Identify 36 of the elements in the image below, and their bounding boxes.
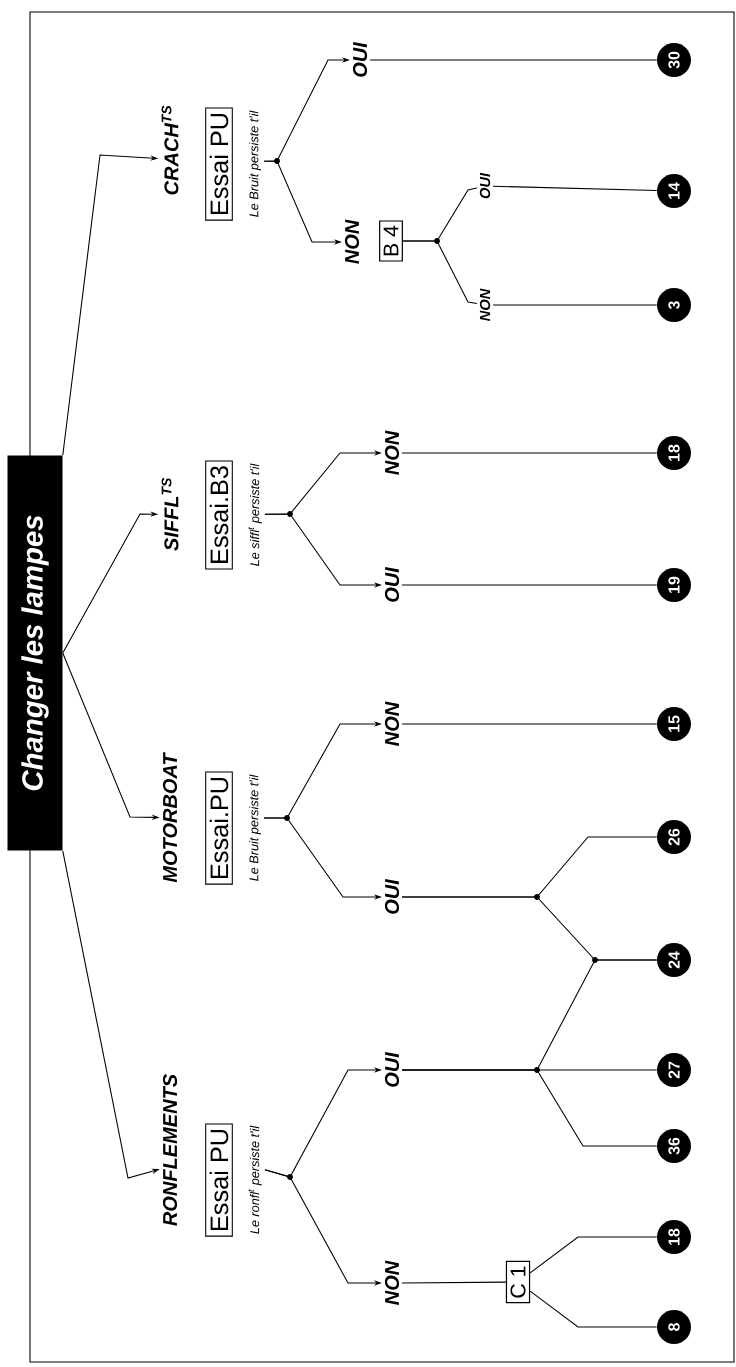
connector-line (401, 452, 658, 454)
answer-label: OUI (384, 1051, 400, 1087)
question-text: Le siffl$^{t}$ persiste t'il (248, 463, 262, 566)
answer-label: NON (344, 219, 360, 264)
connector-line (492, 304, 658, 306)
category-heading: SIFFL$^{TS}$ (161, 477, 179, 551)
title-box: Changer les lampes (7, 455, 63, 851)
connector-line (401, 723, 658, 725)
test-box: Essai PU (205, 107, 233, 221)
connector-line (402, 187, 478, 242)
test-box: Essai.PU (205, 771, 233, 885)
connector-line (401, 584, 658, 586)
category-heading: MOTORBOAT (162, 752, 178, 883)
test-box: Essai PU (205, 1123, 233, 1237)
answer-label: NON (384, 701, 400, 746)
connector-line (401, 1281, 507, 1284)
reference-box: B 4 (379, 220, 403, 262)
reference-box: C 1 (505, 1260, 531, 1304)
connector-line (492, 185, 658, 192)
question-text: Le Bruit persiste t'il (249, 774, 261, 881)
question-text: Le Bruit persiste t'il (249, 110, 261, 217)
connector-line (369, 59, 658, 61)
category-heading: CRACH$^{TS}$ (161, 105, 179, 195)
connector-line (529, 1290, 658, 1328)
connector-line (401, 896, 658, 961)
answer-label: NON (384, 1260, 400, 1305)
answer-label: OUI (384, 566, 400, 602)
question-text: Le ronfl$^{t}$ persiste t'il (248, 1125, 262, 1234)
answer-label: NON (479, 288, 491, 322)
connector-line (529, 1236, 658, 1274)
answer-label: NON (384, 430, 400, 475)
answer-label: OUI (352, 41, 368, 77)
category-heading: RONFLEMENTS (162, 1074, 178, 1226)
answer-label: OUI (479, 172, 491, 199)
test-box: Essai.B3 (205, 460, 233, 570)
answer-label: OUI (384, 878, 400, 914)
